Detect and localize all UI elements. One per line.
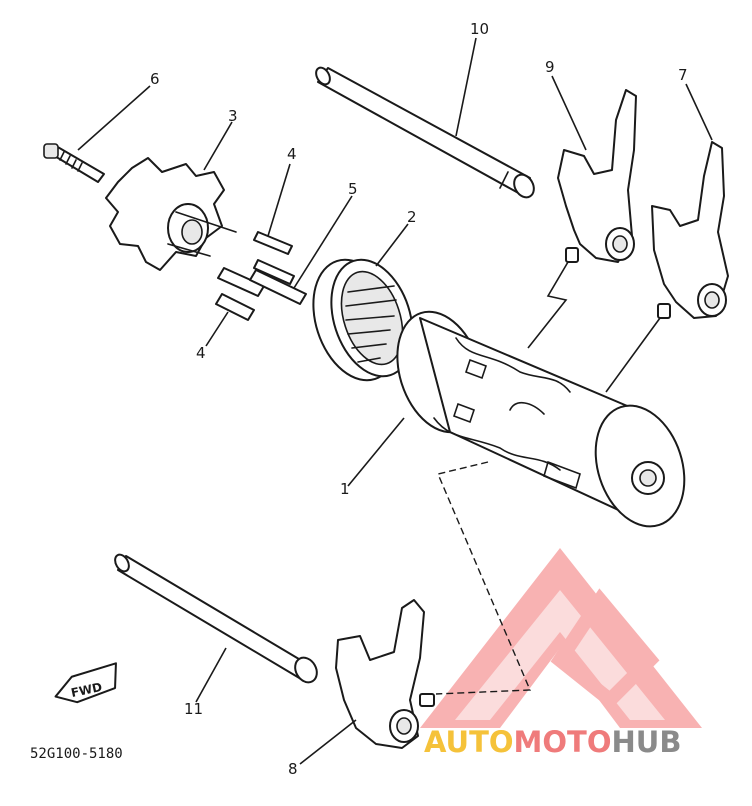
callout-11: 11 xyxy=(184,700,203,718)
callout-3: 3 xyxy=(228,107,238,125)
callout-5: 5 xyxy=(348,180,358,198)
shift-fork-upper-right xyxy=(651,141,729,319)
watermark-logo xyxy=(420,548,702,728)
forward-label: FWD xyxy=(70,680,104,700)
shift-drum xyxy=(396,310,686,528)
leader-lines xyxy=(77,37,713,765)
reference-lines xyxy=(435,261,661,695)
callout-8: 8 xyxy=(288,760,298,778)
shift-fork-shaft-upper xyxy=(315,66,535,199)
watermark-text: AUTOMOTOHUB xyxy=(424,725,681,759)
callout-1: 1 xyxy=(340,480,350,498)
watermark-moto: MOTO xyxy=(514,725,612,759)
bearing xyxy=(312,258,414,382)
shift-cam-pins xyxy=(215,231,307,321)
shift-fork-lower xyxy=(335,599,435,749)
watermark-hub: HUB xyxy=(612,725,682,759)
callout-6: 6 xyxy=(150,70,160,88)
callout-4-lower: 4 xyxy=(196,344,206,362)
callout-2: 2 xyxy=(407,208,417,226)
callout-7: 7 xyxy=(678,66,688,84)
shift-fork-upper-left xyxy=(557,89,637,263)
forward-arrow-icon: FWD xyxy=(54,662,117,704)
callout-4-upper: 4 xyxy=(287,145,297,163)
shift-fork-shaft-lower xyxy=(114,553,318,684)
callouts: 10 9 7 6 3 4 5 2 4 1 11 8 xyxy=(150,20,688,778)
watermark-auto: AUTO xyxy=(424,725,514,759)
part-code: 52G100-5180 xyxy=(30,746,123,762)
bolt xyxy=(43,143,105,183)
shift-drum-segment xyxy=(105,157,237,271)
callout-10: 10 xyxy=(470,20,489,38)
callout-9: 9 xyxy=(545,58,555,76)
